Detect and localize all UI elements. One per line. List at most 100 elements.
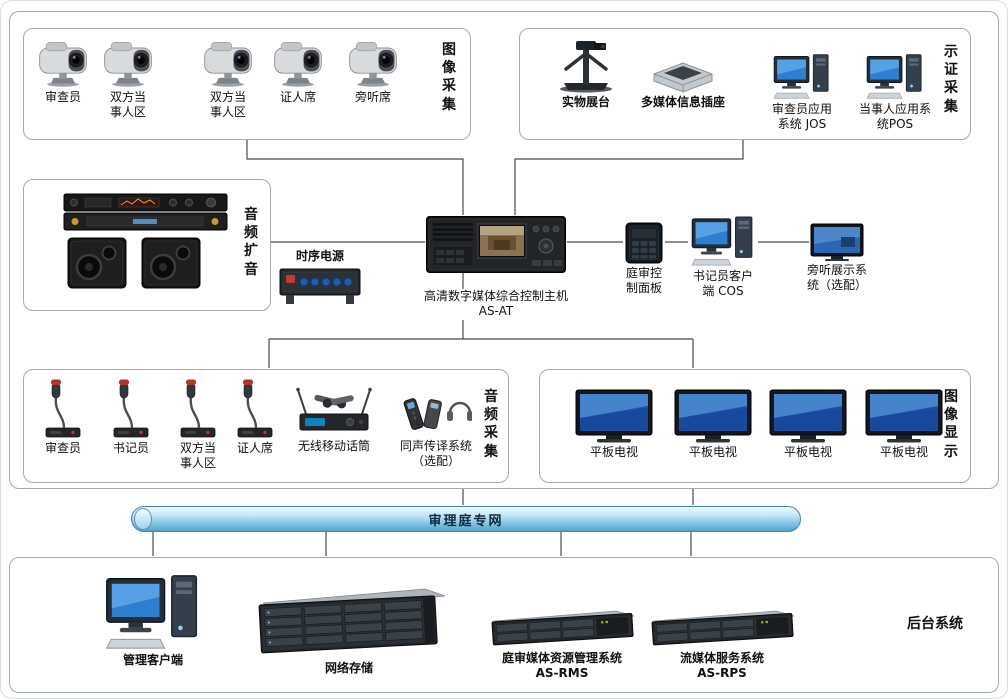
audio-amplification-box bbox=[23, 179, 271, 311]
speaker-icon bbox=[67, 237, 127, 289]
network-bus: 审理庭专网 bbox=[131, 506, 801, 532]
microphone-icon bbox=[176, 377, 220, 439]
main-host-label-node: 高清数字媒体综合控制主机 AS-AT bbox=[401, 287, 591, 320]
amplifier-icon bbox=[63, 193, 228, 231]
audience-display-label: 旁听展示系 统（选配） bbox=[806, 263, 867, 293]
control-host-icon bbox=[426, 216, 566, 273]
clerk-client-label: 书记员客户 端 COS bbox=[692, 269, 753, 299]
media-resource-server-node: 庭审媒体资源管理系统 AS-RMS bbox=[486, 607, 638, 682]
tv-node-3: 平板电视 bbox=[769, 389, 847, 460]
party-app-label: 当事人应用系 统POS bbox=[858, 102, 931, 132]
audio-capture-section-label: 音频采集 bbox=[484, 389, 498, 460]
main-host-label: 高清数字媒体综合控制主机 AS-AT bbox=[420, 289, 571, 320]
computer-icon bbox=[105, 573, 201, 651]
camera-node-parties-1: 双方当 事人区 bbox=[96, 36, 160, 121]
examiner-app-node: 审查员应用 系统 JOS bbox=[766, 53, 838, 133]
tv-icon bbox=[865, 389, 943, 443]
media-socket-label: 多媒体信息插座 bbox=[640, 95, 725, 109]
visualizer-node: 实物展台 bbox=[552, 33, 620, 110]
image-capture-section-label: 图像采集 bbox=[442, 42, 456, 113]
wireless-mic-icon bbox=[294, 385, 374, 437]
computer-icon bbox=[773, 53, 831, 100]
control-panel-node: 庭审控 制面板 bbox=[614, 222, 674, 297]
streaming-server-node: 流媒体服务系统 AS-RPS bbox=[646, 607, 798, 682]
tv-icon bbox=[769, 389, 847, 443]
control-panel-icon bbox=[625, 222, 663, 264]
tv-node-1: 平板电视 bbox=[575, 389, 653, 460]
microphone-icon bbox=[41, 377, 85, 439]
ptz-camera-icon bbox=[200, 36, 256, 88]
wireless-mic-label: 无线移动话筒 bbox=[297, 439, 370, 453]
server-icon bbox=[646, 607, 798, 649]
evidence-capture-box bbox=[519, 28, 971, 140]
network-storage-node: 网络存储 bbox=[249, 581, 449, 676]
camera-node-gallery: 旁听席 bbox=[341, 36, 405, 105]
amplifier-node bbox=[61, 193, 229, 231]
monitor-icon bbox=[810, 223, 864, 261]
management-client-node: 管理客户端 bbox=[103, 573, 203, 668]
power-sequencer-icon bbox=[278, 266, 362, 306]
power-sequencer-node: 时序电源 bbox=[274, 247, 366, 306]
backend-section-label: 后台系统 bbox=[907, 616, 963, 632]
clerk-client-node: 书记员客户 端 COS bbox=[688, 215, 758, 300]
tv-label: 平板电视 bbox=[688, 445, 737, 459]
mic-label: 双方当 事人区 bbox=[179, 441, 216, 471]
audio-amplification-section-label: 音频扩音 bbox=[244, 207, 258, 278]
media-socket-icon bbox=[648, 59, 718, 93]
camera-label: 证人席 bbox=[279, 90, 316, 104]
party-app-node: 当事人应用系 统POS bbox=[855, 53, 935, 133]
ptz-camera-icon bbox=[100, 36, 156, 88]
microphone-icon bbox=[233, 377, 277, 439]
interpretation-node: 同声传译系统 （选配） bbox=[393, 391, 479, 470]
microphone-icon bbox=[109, 377, 153, 439]
ptz-camera-icon bbox=[345, 36, 401, 88]
interpretation-label: 同声传译系统 （选配） bbox=[399, 439, 472, 469]
visualizer-label: 实物展台 bbox=[561, 95, 610, 109]
camera-label: 旁听席 bbox=[354, 90, 391, 104]
mic-label: 审查员 bbox=[44, 441, 81, 455]
camera-node-examiner: 审查员 bbox=[31, 36, 95, 105]
speaker-icon bbox=[141, 237, 201, 289]
camera-label: 审查员 bbox=[44, 90, 81, 104]
image-display-section-label: 图像显示 bbox=[944, 389, 958, 460]
backend-box bbox=[9, 557, 999, 693]
ptz-camera-icon bbox=[35, 36, 91, 88]
network-storage-label: 网络存储 bbox=[324, 661, 373, 675]
tv-label: 平板电视 bbox=[589, 445, 638, 459]
camera-node-witness: 证人席 bbox=[266, 36, 330, 105]
audio-capture-box bbox=[23, 369, 509, 483]
tv-label: 平板电视 bbox=[783, 445, 832, 459]
examiner-app-label: 审查员应用 系统 JOS bbox=[771, 102, 832, 132]
storage-icon bbox=[249, 581, 449, 659]
media-resource-server-label: 庭审媒体资源管理系统 AS-RMS bbox=[501, 651, 622, 681]
power-sequencer-label: 时序电源 bbox=[295, 249, 344, 263]
tv-node-2: 平板电视 bbox=[674, 389, 752, 460]
computer-icon bbox=[691, 215, 755, 267]
network-label: 审理庭专网 bbox=[428, 513, 504, 529]
mic-label: 证人席 bbox=[236, 441, 273, 455]
main-host-node bbox=[426, 216, 566, 273]
image-capture-box bbox=[23, 28, 471, 140]
mic-node-parties: 双方当 事人区 bbox=[168, 377, 228, 472]
mic-node-clerk: 书记员 bbox=[101, 377, 161, 456]
tv-icon bbox=[674, 389, 752, 443]
camera-label: 双方当 事人区 bbox=[109, 90, 146, 120]
control-panel-label: 庭审控 制面板 bbox=[625, 266, 662, 296]
server-icon bbox=[486, 607, 638, 649]
image-display-box bbox=[539, 369, 971, 483]
ptz-camera-icon bbox=[270, 36, 326, 88]
backend-section-label-node: 后台系统 bbox=[899, 614, 971, 634]
tv-node-4: 平板电视 bbox=[865, 389, 943, 460]
tv-icon bbox=[575, 389, 653, 443]
wireless-mic-node: 无线移动话筒 bbox=[293, 385, 375, 454]
interpretation-icon bbox=[400, 391, 472, 437]
speaker-node-right bbox=[141, 237, 201, 289]
audience-display-node: 旁听展示系 统（选配） bbox=[802, 223, 872, 294]
front-systems-box bbox=[9, 11, 999, 489]
visualizer-icon bbox=[554, 33, 618, 93]
streaming-server-label: 流媒体服务系统 AS-RPS bbox=[679, 651, 764, 681]
mic-node-witness: 证人席 bbox=[225, 377, 285, 456]
mic-label: 书记员 bbox=[112, 441, 149, 455]
media-socket-node: 多媒体信息插座 bbox=[636, 59, 730, 110]
